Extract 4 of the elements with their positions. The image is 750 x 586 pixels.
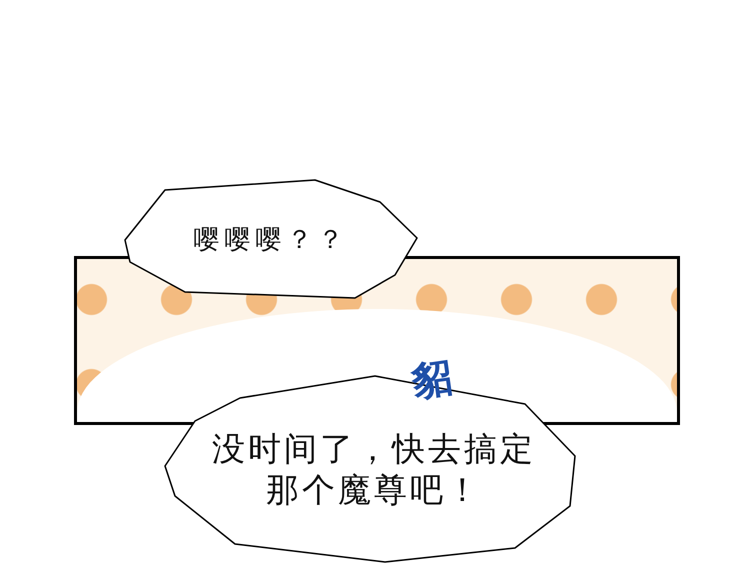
dialogue-text: 没时间了，快去搞定那个魔尊吧！ <box>211 428 537 510</box>
speech-bubble <box>125 180 417 300</box>
dialogue-text: 嘤嘤嘤？？ <box>192 224 350 256</box>
sound-effect-text: 貂 <box>409 357 455 403</box>
